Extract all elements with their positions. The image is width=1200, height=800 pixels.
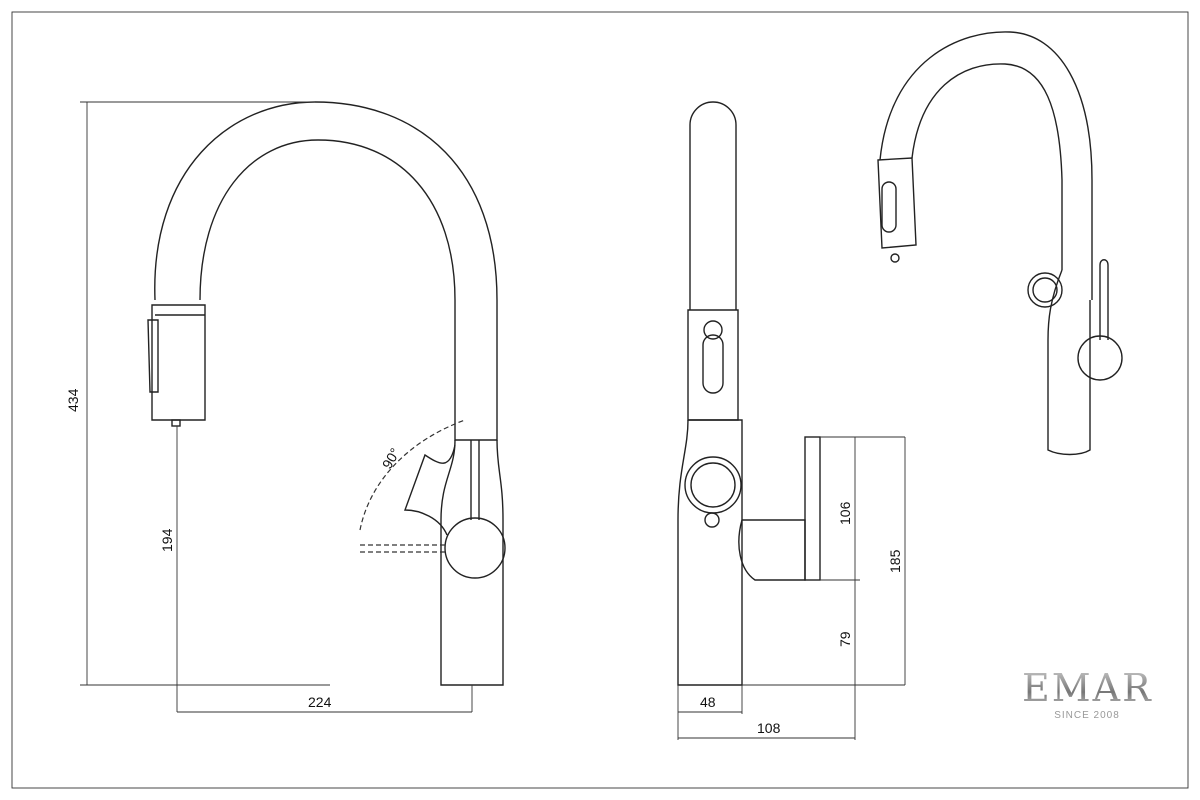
handle-ball-3d (1077, 335, 1123, 381)
logo-tagline: SINCE 2008 (1054, 710, 1120, 721)
spray-button-3d (881, 181, 897, 233)
perspective-view (877, 31, 1123, 456)
dim-48: 48 (700, 694, 716, 710)
collar (454, 420, 498, 441)
handle-lever-3d (1099, 259, 1109, 340)
button-top (703, 320, 723, 340)
spout-side (689, 101, 737, 310)
spray-head-3d (877, 157, 917, 249)
side-nozzle (704, 512, 720, 528)
spout-outer (154, 101, 498, 420)
handle-lever-closed (360, 544, 445, 553)
handle-block (804, 436, 821, 581)
rotation-arc (359, 419, 466, 531)
dim-108: 108 (757, 720, 781, 736)
front-view: 90° 434 194 224 (65, 101, 506, 713)
nozzle-3d (890, 253, 900, 263)
handle-side (738, 519, 806, 581)
spout-inner-3d (911, 63, 1063, 270)
dim-434: 434 (65, 388, 81, 412)
dial-3d (1027, 272, 1063, 308)
spray-head (151, 304, 206, 421)
handle-ball (444, 517, 506, 579)
spout-inner (199, 139, 456, 420)
frame-border (11, 11, 1189, 789)
nozzle (171, 419, 181, 427)
side-view: 106 79 185 48 108 (677, 101, 906, 740)
dim-79: 79 (837, 631, 853, 647)
spray-button (147, 319, 159, 393)
dial-inner-3d (1032, 277, 1058, 303)
dim-194: 194 (159, 528, 175, 552)
spray-head-side (687, 309, 739, 421)
side-dial-inner (690, 462, 736, 508)
dim-106: 106 (837, 501, 853, 525)
spout-outer-3d (879, 31, 1093, 300)
dim-185: 185 (887, 549, 903, 573)
logo-brand: EMAR (1022, 666, 1153, 710)
dim-224: 224 (308, 694, 332, 710)
side-dial (684, 456, 742, 514)
body-3d (1047, 269, 1091, 456)
body (440, 439, 504, 686)
handle-stem (470, 440, 480, 520)
angle-label: 90° (379, 445, 403, 471)
body-side (677, 419, 743, 686)
spray-button-side (702, 334, 724, 394)
handle-lever-rotated (404, 444, 456, 536)
emar-logo: EMAR SINCE 2008 (1022, 668, 1152, 721)
